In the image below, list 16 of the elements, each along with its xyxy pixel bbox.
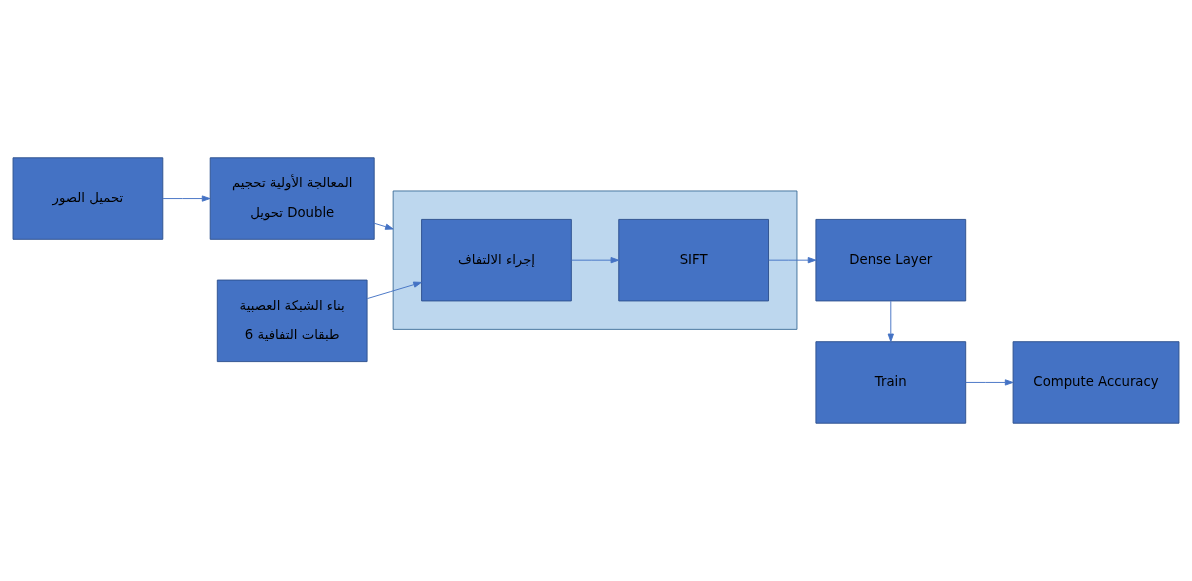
node-box: Train bbox=[815, 341, 967, 424]
arrow bbox=[373, 222, 394, 230]
node-box: SIFT bbox=[618, 218, 769, 302]
node-box: تحميل الصور bbox=[12, 157, 164, 240]
arrow bbox=[571, 257, 620, 264]
node-box: بناء الشبكة العصبية 6 طبقات التفافية bbox=[216, 279, 368, 363]
node-box: Dense Layer bbox=[815, 218, 967, 302]
node-box: المعالجة الأولية تحجيم تحويل Double bbox=[209, 157, 375, 240]
arrow bbox=[366, 281, 422, 300]
arrow bbox=[768, 257, 817, 264]
cluster bbox=[392, 190, 798, 330]
node-box: إجراء الالتفاف bbox=[421, 218, 572, 302]
arrow bbox=[965, 379, 1014, 386]
arrow bbox=[887, 300, 894, 343]
arrow bbox=[162, 195, 211, 202]
node-box: Compute Accuracy bbox=[1012, 341, 1180, 424]
